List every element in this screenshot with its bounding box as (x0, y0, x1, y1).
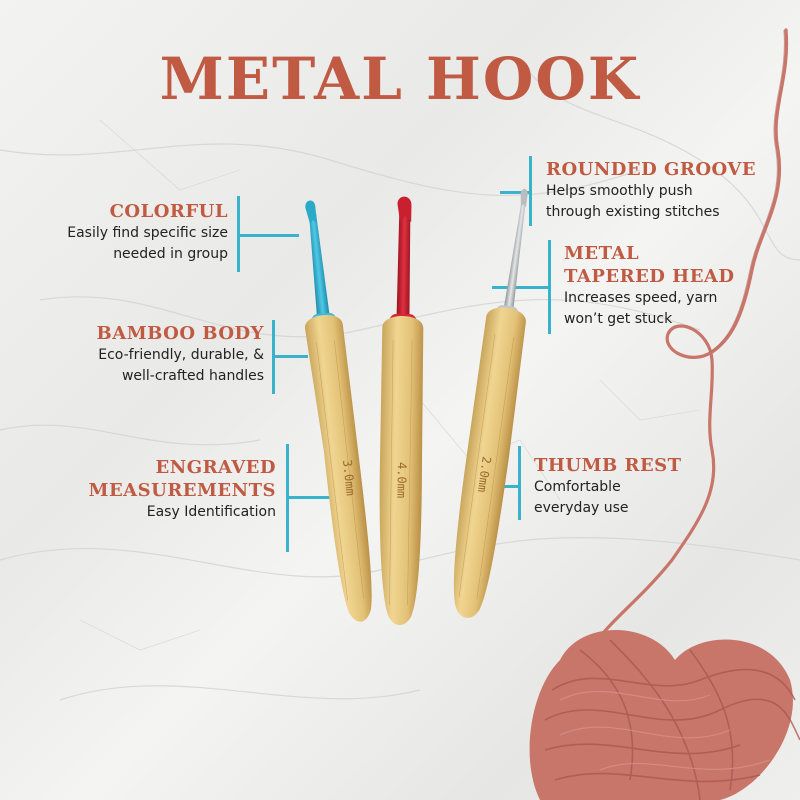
feature-desc-line: everyday use (534, 500, 629, 516)
feature-rounded-groove: ROUNDED GROOVE Helps smoothly push throu… (546, 158, 786, 223)
yarn-strand (709, 29, 786, 353)
feature-heading: COLORFUL (109, 201, 228, 222)
feature-desc-line: Helps smoothly push (546, 183, 693, 199)
feature-engraved-measurements: ENGRAVED MEASUREMENTS Easy Identificatio… (26, 456, 276, 523)
connector-line (492, 286, 548, 289)
yarn-heart (529, 630, 800, 800)
feature-desc-line: Comfortable (534, 479, 621, 495)
feature-heading: METAL (564, 243, 640, 264)
feature-desc-line: Easily find specific size (67, 225, 228, 241)
engraving-text: 4.0mm (394, 462, 409, 498)
feature-heading: THUMB REST (534, 455, 682, 476)
feature-heading: BAMBOO BODY (96, 323, 264, 344)
connector-bar (518, 446, 521, 520)
feature-desc-line: won’t get stuck (564, 311, 673, 327)
hook-red: 4.0mm (379, 196, 424, 626)
engraving-text: 2.0mm (475, 455, 494, 493)
hook-blue: 3.0mm (304, 200, 372, 622)
connector-line (272, 355, 308, 358)
connector-line (500, 191, 529, 194)
feature-bamboo-body: BAMBOO BODY Eco-friendly, durable, & wel… (24, 322, 264, 387)
connector-bar (529, 156, 532, 226)
feature-heading: ENGRAVED (155, 457, 276, 478)
engraving-text: 3.0mm (340, 459, 358, 496)
feature-desc-line: Eco-friendly, durable, & (98, 347, 264, 363)
connector-line (286, 496, 334, 499)
feature-heading: MEASUREMENTS (88, 480, 276, 501)
connector-bar (548, 240, 551, 334)
feature-metal-tapered-head: METAL TAPERED HEAD Increases speed, yarn… (564, 242, 794, 330)
feature-colorful: COLORFUL Easily find specific size neede… (28, 200, 228, 265)
feature-heading: ROUNDED GROOVE (546, 159, 757, 180)
feature-thumb-rest: THUMB REST Comfortable everyday use (534, 454, 754, 519)
feature-desc-line: needed in group (113, 246, 228, 262)
feature-desc-line: well-crafted handles (121, 368, 264, 384)
yarn-strand (588, 28, 789, 652)
connector-line (237, 234, 299, 237)
feature-desc-line: Easy Identification (146, 504, 276, 520)
feature-heading: TAPERED HEAD (564, 266, 735, 287)
page-title: METAL HOOK (159, 45, 641, 113)
hook-silver: 2.0mm (453, 188, 528, 618)
feature-desc-line: Increases speed, yarn (564, 290, 718, 306)
feature-desc-line: through existing stitches (546, 204, 720, 220)
